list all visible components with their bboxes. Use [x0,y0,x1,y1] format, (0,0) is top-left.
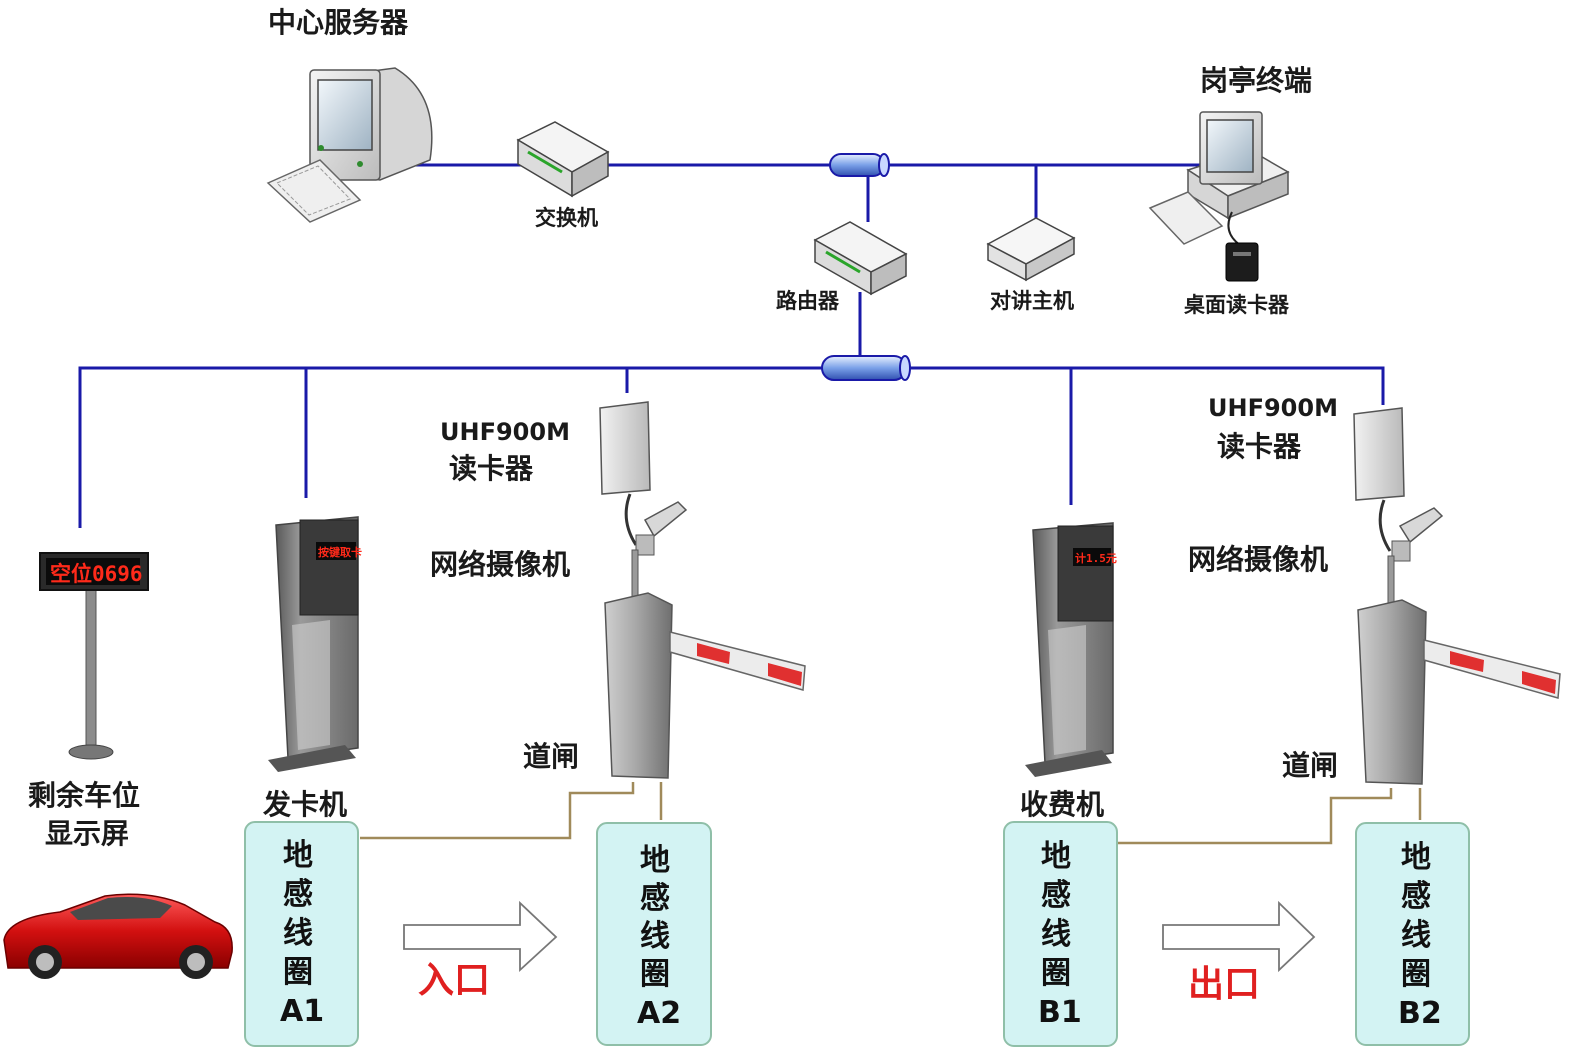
exit-barrier-label: 道闸 [1282,749,1338,782]
loop-b1: 地 感 线 圈 B1 [1003,821,1118,1047]
loop-a1-line-1: 地 [283,838,313,873]
loop-b2-line-2: 感 [1401,879,1431,914]
toll-machine-screen-text: 计1.5元 [1075,551,1117,565]
upper-hub-icon [829,153,890,177]
switch-label: 交换机 [535,206,598,230]
router-icon [813,221,908,296]
remaining-spaces-label-line1: 剩余车位 [28,779,140,812]
toll-machine-kiosk-icon: 计1.5元 [1025,522,1117,777]
card-dispenser-screen-text: 按键取卡 [318,545,362,559]
router-label: 路由器 [776,289,840,313]
center-server-label: 中心服务器 [268,6,409,39]
intercom-host-box-icon [986,217,1076,282]
card-dispenser-kiosk-icon: 按键取卡 [268,516,362,772]
loop-b2-line-5: B2 [1398,996,1442,1031]
loop-b2-line-4: 圈 [1401,957,1431,992]
entry-camera-icon [631,501,688,601]
loop-a2: 地 感 线 圈 A2 [596,822,712,1046]
loop-b2: 地 感 线 圈 B2 [1355,822,1470,1046]
loop-a2-line-1: 地 [640,843,670,878]
loop-a1-line-5: A1 [280,994,324,1029]
loop-b1-line-1: 地 [1041,839,1071,874]
booth-terminal-label: 岗亭终端 [1200,64,1312,97]
loop-a2-line-4: 圈 [640,957,670,992]
card-dispenser-label: 发卡机 [262,788,347,821]
exit-label: 出口 [1188,964,1260,1005]
center-server-computer-icon [266,67,433,223]
desktop-card-reader-icon [1225,211,1259,282]
loop-a1-line-4: 圈 [283,955,313,990]
entry-uhf-reader-label-line1: UHF900M [440,418,570,446]
loop-a2-line-3: 线 [640,919,670,954]
loop-b1-line-4: 圈 [1041,956,1071,991]
signal-lines [360,782,1422,845]
loop-b1-line-5: B1 [1038,995,1082,1030]
exit-uhf-reader-label-line1: UHF900M [1208,394,1338,422]
remaining-spaces-label-line2: 显示屏 [45,817,129,850]
lower-hub-icon [821,355,911,381]
switch-network-switch-icon [516,121,610,198]
entry-barrier-gate-icon [604,592,806,779]
desktop-reader-label: 桌面读卡器 [1184,293,1290,317]
loop-b2-line-1: 地 [1401,840,1431,875]
exit-uhf-reader-label-line2: 读卡器 [1217,430,1302,463]
exit-camera-icon [1387,507,1444,607]
exit-arrow-right-icon [1162,900,1316,973]
network-lines [78,163,1385,528]
loop-a1-line-2: 感 [283,877,313,912]
entry-camera-label: 网络摄像机 [430,548,570,581]
led-display-text: 空位0696 [50,562,143,586]
entrance-arrow-right-icon [403,900,558,973]
toll-machine-label: 收费机 [1020,788,1104,821]
loop-a2-line-2: 感 [640,881,670,916]
exit-barrier-gate-icon [1357,599,1561,785]
loop-a1-line-3: 线 [283,916,313,951]
entrance-label: 入口 [418,960,490,1001]
loop-b1-line-3: 线 [1041,917,1071,952]
loop-a2-line-5: A2 [637,996,681,1031]
entry-uhf-reader-label-line2: 读卡器 [449,452,534,485]
exit-camera-label: 网络摄像机 [1188,543,1328,576]
booth-terminal-computer-icon [1148,111,1290,245]
entry-uhf-antenna-icon [599,401,651,546]
loop-a1: 地 感 线 圈 A1 [244,821,359,1047]
intercom-host-label: 对讲主机 [990,289,1074,313]
loop-b1-line-2: 感 [1041,878,1071,913]
loop-b2-line-3: 线 [1401,918,1431,953]
entry-barrier-label: 道闸 [523,740,579,773]
exit-uhf-antenna-icon [1353,407,1405,552]
car-icon [3,893,233,979]
remaining-spaces-led-sign-icon: 空位0696 [39,552,149,760]
